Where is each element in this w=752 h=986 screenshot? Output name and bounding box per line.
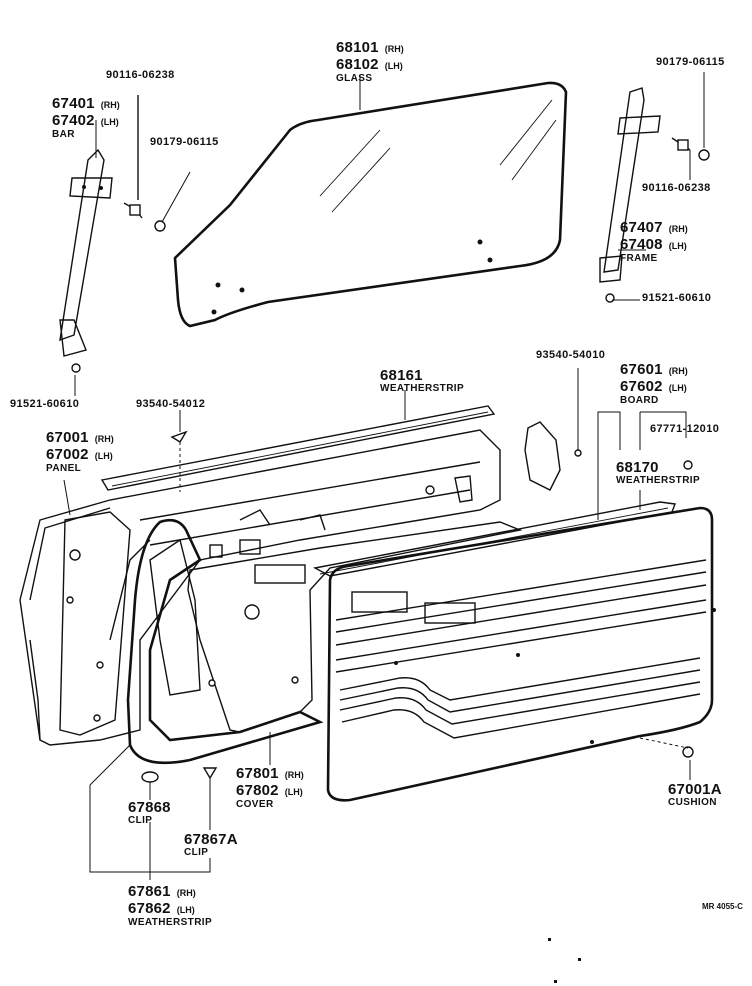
weatherstrip-outer-label: 68161 WEATHERSTRIP (380, 367, 465, 394)
board-clip (683, 460, 693, 470)
bar-assembly (59, 148, 113, 373)
nut-left-label: 90179-06115 (150, 136, 219, 148)
nut-right-label: 90179-06115 (656, 56, 725, 68)
inner-weatherstrip (312, 501, 676, 577)
clip-top-right-label: 93540-54010 (536, 349, 606, 361)
frame-label: 67407(RH) 67408(LH) FRAME (620, 219, 688, 264)
bottom-clips (141, 767, 218, 830)
clip-b-label: 67867A CLIP (184, 831, 238, 858)
cushion-label: 67001A CUSHION (668, 781, 722, 808)
cover-label: 67801(RH) 67802(LH) COVER (236, 765, 304, 810)
bar-label: 67401(RH) 67402(LH) BAR (52, 95, 120, 140)
door-glass (173, 81, 568, 328)
screw-bar-label: 91521-60610 (10, 398, 80, 410)
clip-board-label: 67771-12010 (650, 423, 720, 435)
bolt-left-label: 90116-06238 (106, 69, 175, 81)
clip-top-left-label: 93540-54012 (136, 398, 206, 410)
door-panel (19, 429, 501, 746)
bolt-right-label: 90116-06238 (642, 182, 711, 194)
weatherstrip-door-label: 67861(RH) 67862(LH) WEATHERSTRIP (128, 883, 213, 928)
door-weatherstrip-loop (109, 518, 324, 765)
cushion-pad (639, 737, 694, 758)
glass-label: 68101(RH) 68102(LH) GLASS (336, 39, 404, 84)
door-trim-board (326, 506, 716, 802)
bolt-nut-left (123, 95, 191, 232)
weatherstrip-inner-label: 68170 WEATHERSTRIP (616, 459, 701, 486)
frame-assembly (599, 72, 710, 303)
leader-lines (63, 75, 691, 880)
screw-frame-label: 91521-60610 (642, 292, 712, 304)
door-cover (187, 521, 523, 733)
panel-label: 67001(RH) 67002(LH) PANEL (46, 429, 114, 474)
board-label: 67601(RH) 67602(LH) BOARD (620, 361, 688, 406)
clip-a-label: 67868 CLIP (128, 799, 171, 826)
registration-marks (548, 938, 581, 983)
reference-code: MR 4055-C (702, 902, 743, 911)
outer-weatherstrip (100, 390, 496, 491)
clip-top-left (170, 430, 188, 492)
lock-bracket (524, 368, 582, 491)
